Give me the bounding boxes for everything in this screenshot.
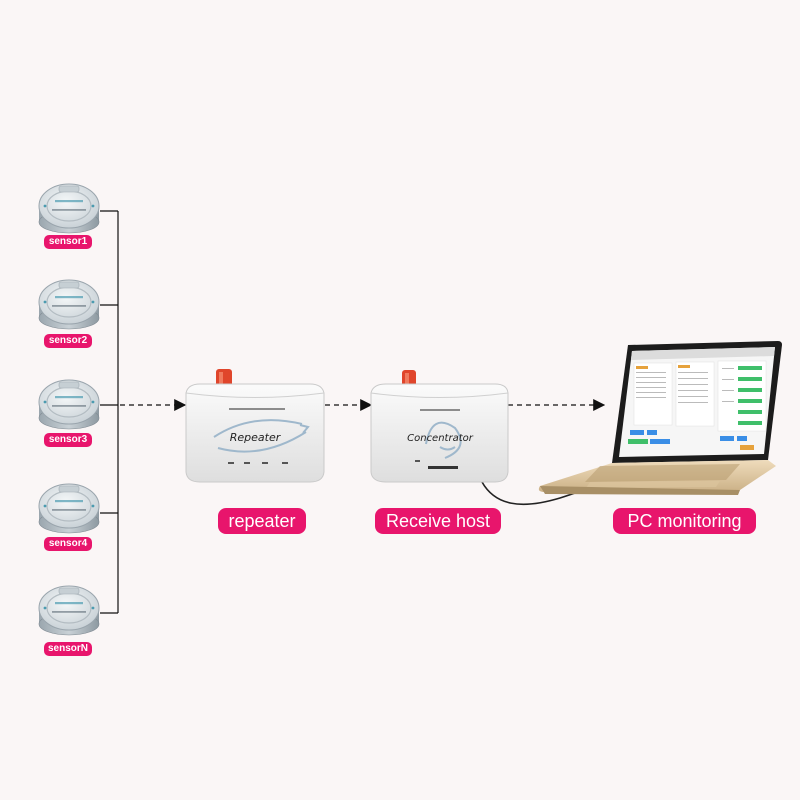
receiver-device-text: Concentrator [407,433,474,444]
repeater-device: Repeater [185,369,325,483]
repeater-device-text: Repeater [230,431,282,444]
receiver-caption: Receive host [375,508,501,534]
keyboard [585,464,740,482]
sensor-device-1 [38,183,100,234]
sensor-device-n [38,585,100,636]
sensor-device-2 [38,279,100,330]
sensor-bracket [100,210,119,614]
sensor-label-4: sensor4 [44,537,92,551]
sensor-label-2: sensor2 [44,334,92,348]
repeater-caption: repeater [218,508,306,534]
sensor-label-n: sensorN [44,642,92,656]
receiver-device: Concentrator [370,370,509,483]
sensor-device-4 [38,483,100,534]
sensor-label-3: sensor3 [44,433,92,447]
laptop [538,341,782,495]
sensor-device-3 [38,379,100,430]
sensor-label-1: sensor1 [44,235,92,249]
pc-monitoring-caption: PC monitoring [613,508,756,534]
